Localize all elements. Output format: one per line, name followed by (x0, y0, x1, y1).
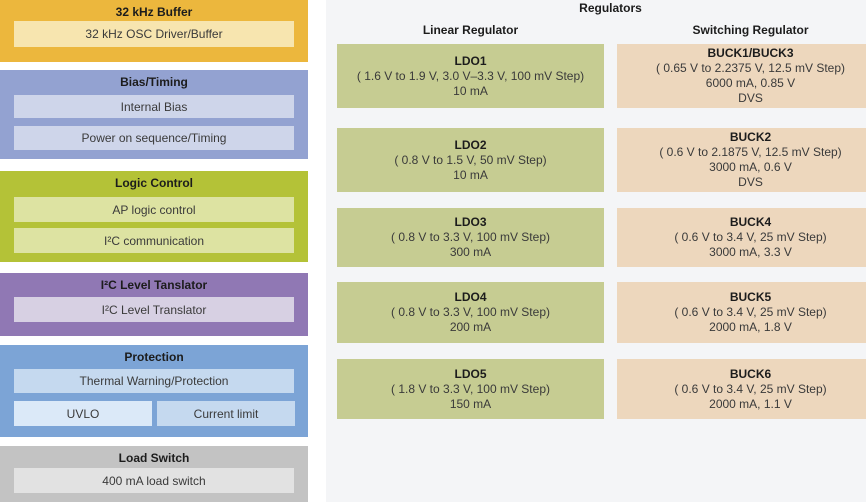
regulator-range: ( 0.6 V to 3.4 V, 25 mV Step) (674, 305, 827, 319)
regulator-range: ( 0.6 V to 2.1875 V, 12.5 mV Step) (659, 145, 842, 159)
regulator-range: ( 0.8 V to 3.3 V, 100 mV Step) (391, 305, 550, 319)
regulator-box-ldo1: LDO1 ( 1.6 V to 1.9 V, 3.0 V–3.3 V, 100 … (337, 44, 604, 108)
block-protection: Protection Thermal Warning/Protection UV… (0, 345, 308, 437)
linear-regulator-header: Linear Regulator (422, 23, 519, 37)
regulator-current: 150 mA (449, 396, 492, 411)
regulator-current: 3000 mA, 0.6 V (709, 160, 792, 174)
regulator-name: LDO4 (454, 290, 487, 304)
block-title: Logic Control (115, 176, 193, 190)
regulator-name: LDO2 (454, 137, 487, 152)
regulator-box-ldo5: LDO5 ( 1.8 V to 3.3 V, 100 mV Step) 150 … (337, 359, 604, 419)
regulator-range: ( 0.6 V to 3.4 V, 25 mV Step) (674, 381, 827, 396)
regulator-current: 300 mA (449, 245, 492, 259)
regulator-range: ( 0.6 V to 3.4 V, 25 mV Step) (674, 230, 827, 244)
regulator-current: 10 mA (453, 83, 488, 98)
regulator-box-buck1-buck3: BUCK1/BUCK3 ( 0.65 V to 2.2375 V, 12.5 m… (617, 44, 866, 108)
regulator-box-buck5: BUCK5 ( 0.6 V to 3.4 V, 25 mV Step) 2000… (617, 282, 866, 343)
block-title: Protection (124, 350, 184, 364)
block-item-load-switch: 400 mA load switch (14, 468, 294, 493)
regulator-name: LDO1 (454, 53, 487, 68)
regulator-feature: DVS (738, 91, 763, 105)
regulator-box-ldo2: LDO2 ( 0.8 V to 1.5 V, 50 mV Step) 10 mA (337, 128, 604, 192)
block-item-current-limit: Current limit (157, 401, 295, 426)
regulator-name: BUCK4 (729, 215, 772, 229)
regulator-current: 2000 mA, 1.8 V (709, 320, 792, 334)
block-item-osc-driver-buffer: 32 kHz OSC Driver/Buffer (14, 21, 294, 47)
regulator-name: BUCK6 (729, 366, 772, 381)
regulator-range: ( 0.8 V to 1.5 V, 50 mV Step) (394, 152, 547, 167)
block-item-thermal-warning: Thermal Warning/Protection (14, 369, 294, 393)
regulator-range: ( 1.6 V to 1.9 V, 3.0 V–3.3 V, 100 mV St… (356, 68, 585, 83)
regulator-box-buck4: BUCK4 ( 0.6 V to 3.4 V, 25 mV Step) 3000… (617, 208, 866, 267)
regulators-panel: Regulators Linear Regulator Switching Re… (326, 0, 866, 502)
regulator-feature: DVS (738, 175, 763, 189)
block-title: Load Switch (118, 451, 190, 465)
block-i2c-level-translator: I²C Level Tanslator I²C Level Translator (0, 273, 308, 336)
regulator-current: 6000 mA, 0.85 V (705, 76, 796, 90)
regulator-current: 200 mA (449, 320, 492, 334)
regulator-box-buck2: BUCK2 ( 0.6 V to 2.1875 V, 12.5 mV Step)… (617, 128, 866, 192)
block-item-internal-bias: Internal Bias (14, 95, 294, 118)
switching-regulator-header: Switching Regulator (692, 23, 809, 37)
regulator-name: BUCK2 (729, 130, 772, 144)
regulator-name: LDO5 (454, 366, 487, 381)
regulator-name: BUCK1/BUCK3 (707, 46, 794, 60)
regulator-current: 2000 mA, 1.1 V (709, 396, 792, 411)
block-logic-control: Logic Control AP logic control I²C commu… (0, 171, 308, 262)
regulator-box-ldo4: LDO4 ( 0.8 V to 3.3 V, 100 mV Step) 200 … (337, 282, 604, 343)
regulator-box-buck6: BUCK6 ( 0.6 V to 3.4 V, 25 mV Step) 2000… (617, 359, 866, 419)
regulator-current: 10 mA (453, 167, 488, 182)
regulator-name: BUCK5 (729, 290, 772, 304)
block-item-i2c-communication: I²C communication (14, 228, 294, 253)
regulators-title: Regulators (579, 1, 642, 15)
block-title: 32 kHz Buffer (115, 5, 193, 19)
block-item-i2c-level-translator: I²C Level Translator (14, 297, 294, 322)
block-title: I²C Level Tanslator (100, 278, 208, 292)
block-bias-timing: Bias/Timing Internal Bias Power on seque… (0, 70, 308, 159)
regulator-range: ( 0.65 V to 2.2375 V, 12.5 mV Step) (655, 61, 845, 75)
regulator-range: ( 0.8 V to 3.3 V, 100 mV Step) (391, 230, 550, 244)
block-item-power-on-sequence: Power on sequence/Timing (14, 126, 294, 150)
regulator-name: LDO3 (454, 215, 487, 229)
block-item-uvlo: UVLO (14, 401, 152, 426)
block-title: Bias/Timing (120, 75, 188, 89)
regulator-current: 3000 mA, 3.3 V (709, 245, 792, 259)
block-32khz-buffer: 32 kHz Buffer 32 kHz OSC Driver/Buffer (0, 0, 308, 62)
regulator-box-ldo3: LDO3 ( 0.8 V to 3.3 V, 100 mV Step) 300 … (337, 208, 604, 267)
block-load-switch: Load Switch 400 mA load switch (0, 446, 308, 502)
regulator-range: ( 1.8 V to 3.3 V, 100 mV Step) (391, 381, 550, 396)
block-item-ap-logic-control: AP logic control (14, 197, 294, 222)
